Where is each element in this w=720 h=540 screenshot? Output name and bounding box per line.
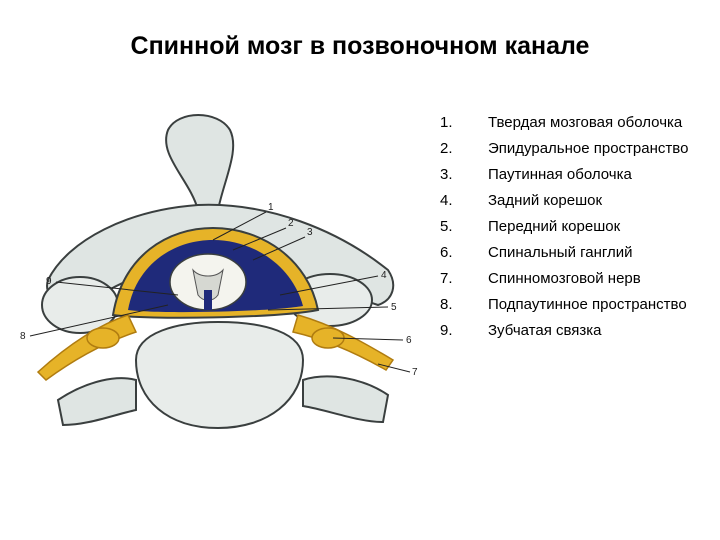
figure-label-1: 1: [268, 202, 274, 213]
figure-label-3: 3: [307, 227, 313, 238]
page-title: Спинной мозг в позвоночном канале: [130, 32, 590, 60]
vertebra-illustration: 1 2 3 4 5 6 7 8 9: [20, 114, 418, 430]
figure-label-8: 8: [20, 331, 26, 342]
legend-number: 9.: [440, 322, 453, 339]
legend-text: Твердая мозговая оболочка: [488, 114, 683, 131]
figure-label-9: 9: [46, 276, 52, 287]
legend-text: Задний корешок: [488, 192, 603, 209]
legend-number: 3.: [440, 166, 453, 183]
legend-text: Подпаутинное пространство: [488, 296, 687, 313]
legend-item: 1. Твердая мозговая оболочка: [440, 112, 700, 133]
legend-item: 6. Спинальный ганглий: [440, 242, 700, 263]
legend-text: Спинальный ганглий: [488, 244, 633, 261]
leader-lines: [29, 211, 411, 373]
legend-item: 7. Спинномозговой нерв: [440, 268, 700, 289]
legend-text: Эпидуральное пространство: [488, 140, 689, 157]
figure-label-2: 2: [288, 218, 294, 229]
legend-number: 6.: [440, 244, 453, 261]
figure-label-6: 6: [406, 335, 412, 346]
legend-text: Паутинная оболочка: [488, 166, 632, 183]
legend-text: Зубчатая связка: [488, 322, 602, 339]
legend-item: 5. Передний корешок: [440, 216, 700, 237]
spinous-process: [165, 114, 235, 211]
legend-number: 8.: [440, 296, 453, 313]
legend-number: 4.: [440, 192, 453, 209]
legend-number: 2.: [440, 140, 453, 157]
grey-matter: [192, 268, 224, 301]
figure-label-5: 5: [391, 302, 397, 313]
legend-item: 8. Подпаутинное пространство: [440, 294, 700, 315]
legend-number: 7.: [440, 270, 453, 287]
legend-number: 1.: [440, 114, 453, 131]
legend-text: Спинномозговой нерв: [488, 270, 641, 287]
vertebral-body: [134, 320, 305, 430]
lower-bone-wings: [56, 375, 390, 427]
figure-label-7: 7: [412, 367, 418, 378]
central-canal: [204, 290, 212, 310]
legend-text: Передний корешок: [488, 218, 621, 235]
legend-list: 1. Твердая мозговая оболочка 2. Эпидурал…: [440, 112, 700, 346]
legend-number: 5.: [440, 218, 453, 235]
legend-item: 9. Зубчатая связка: [440, 320, 700, 341]
legend-item: 3. Паутинная оболочка: [440, 164, 700, 185]
legend-item: 4. Задний корешок: [440, 190, 700, 211]
legend-item: 2. Эпидуральное пространство: [440, 138, 700, 159]
figure-label-4: 4: [381, 270, 387, 281]
left-spinal-ganglion: [86, 327, 120, 349]
